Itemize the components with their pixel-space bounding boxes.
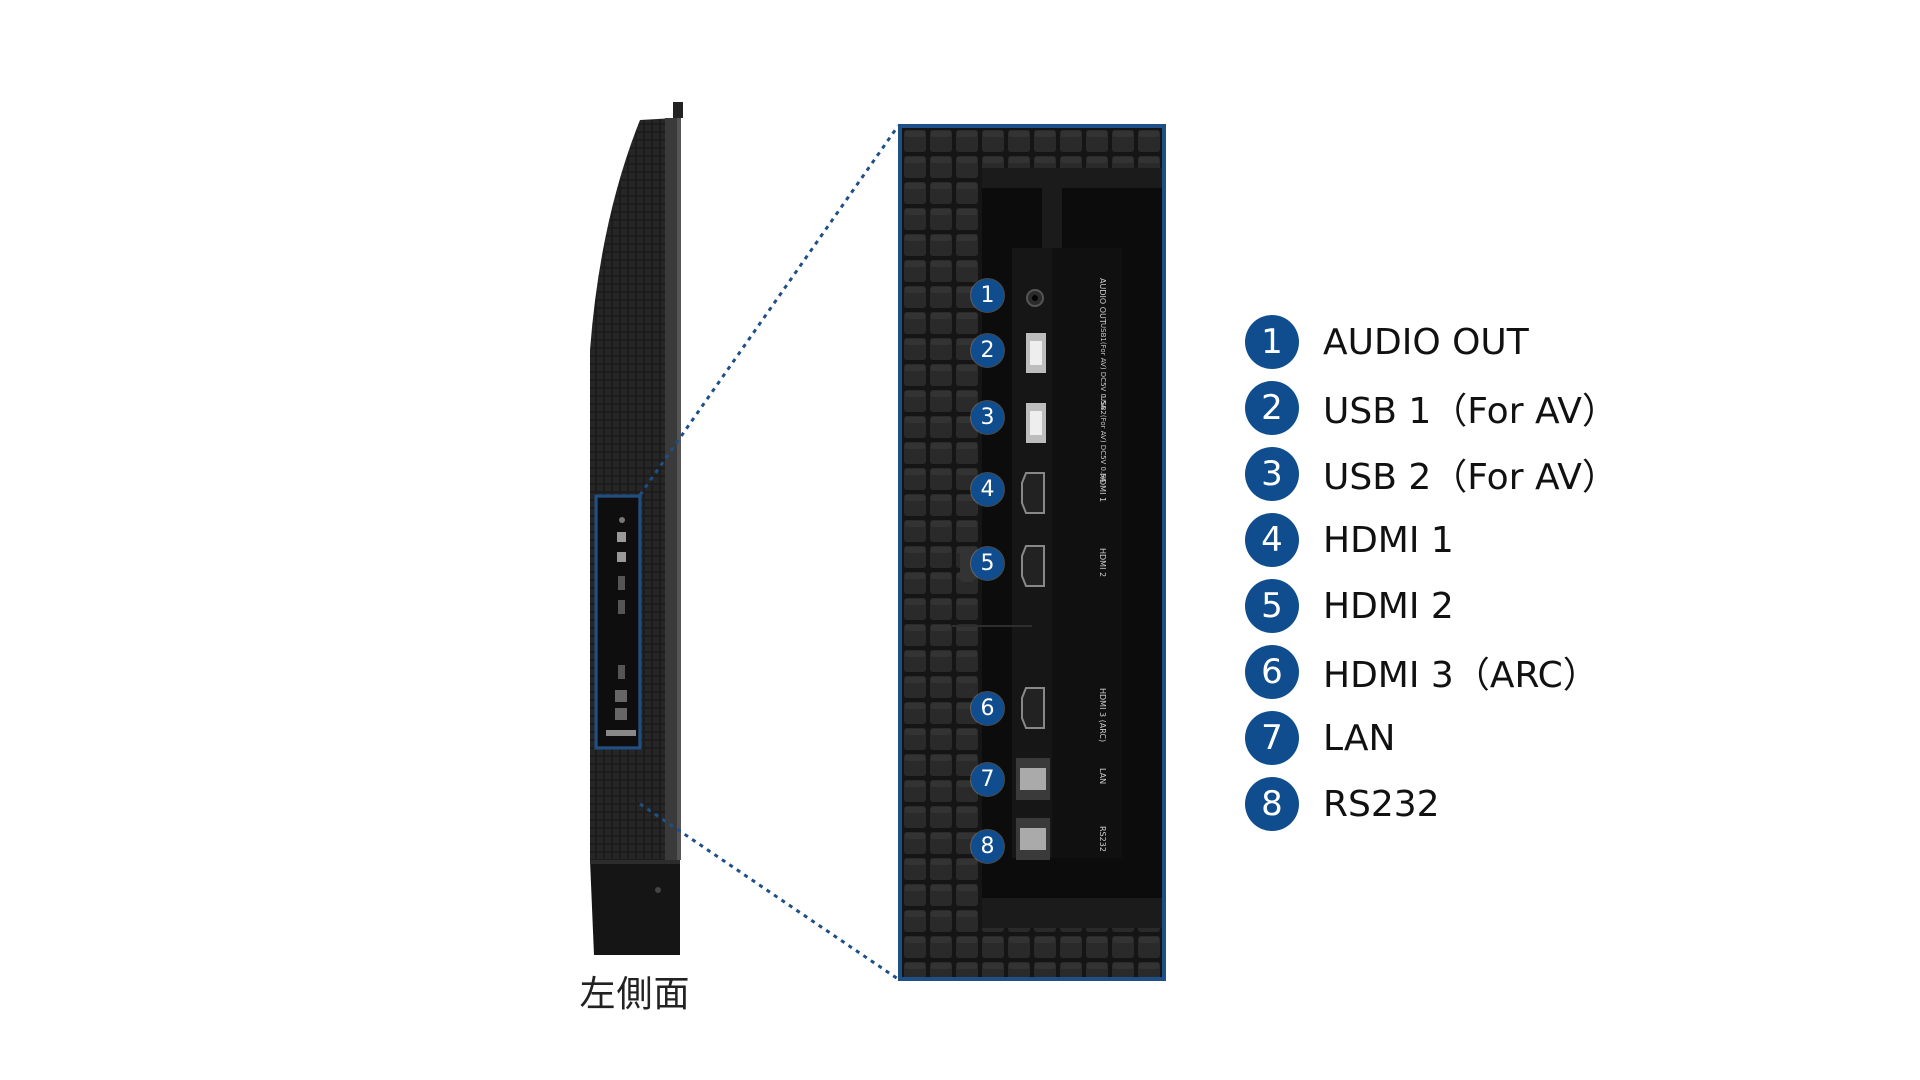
port-badge-3: 3: [971, 401, 1004, 434]
tv-side-illustration: [590, 102, 683, 955]
panel-label-hdmi3: HDMI 3 (ARC): [1098, 688, 1107, 743]
legend-item-5: 5 HDMI 2: [1245, 579, 1454, 633]
terminal-zoom-panel: AUDIO OUT USB1(For AV) DC5V 0.5A USB2(Fo…: [898, 124, 1166, 981]
panel-label-rs232: RS232: [1098, 826, 1107, 852]
legend-label-1: AUDIO OUT: [1323, 321, 1529, 363]
legend-item-2: 2 USB 1（For AV）: [1245, 381, 1618, 435]
legend-label-8: RS232: [1323, 783, 1440, 825]
legend-item-4: 4 HDMI 1: [1245, 513, 1454, 567]
panel-label-usb2: USB2(For AV) DC5V 0.5A: [1099, 396, 1107, 483]
legend-label-5: HDMI 2: [1323, 585, 1454, 627]
legend-num-2: 2: [1245, 381, 1299, 435]
legend-item-1: 1 AUDIO OUT: [1245, 315, 1529, 369]
legend-num-7: 7: [1245, 711, 1299, 765]
legend-label-7: LAN: [1323, 717, 1396, 759]
port-badge-8: 8: [971, 830, 1004, 863]
legend-num-3: 3: [1245, 447, 1299, 501]
legend-label-2: USB 1（For AV）: [1323, 391, 1618, 432]
port-badge-6: 6: [971, 692, 1004, 725]
legend-num-4: 4: [1245, 513, 1299, 567]
terminal-panel-illustration: [902, 128, 1162, 977]
legend-label-3: USB 2（For AV）: [1323, 457, 1618, 498]
legend-item-3: 3 USB 2（For AV）: [1245, 447, 1618, 501]
legend-item-8: 8 RS232: [1245, 777, 1440, 831]
port-badge-2: 2: [971, 334, 1004, 367]
legend-num-8: 8: [1245, 777, 1299, 831]
legend-num-1: 1: [1245, 315, 1299, 369]
panel-label-hdmi1: HDMI 1: [1098, 473, 1107, 503]
legend-item-6: 6 HDMI 3（ARC）: [1245, 645, 1599, 699]
legend-item-7: 7 LAN: [1245, 711, 1395, 765]
legend-label-6: HDMI 3（ARC）: [1323, 655, 1599, 696]
port-badge-1: 1: [971, 279, 1004, 312]
panel-label-audio: AUDIO OUT: [1098, 278, 1107, 324]
port-badge-4: 4: [971, 473, 1004, 506]
panel-label-lan: LAN: [1098, 768, 1107, 785]
tv-side-view: [580, 100, 690, 955]
port-badge-5: 5: [971, 547, 1004, 580]
side-caption: 左側面: [579, 974, 691, 1015]
port-badge-7: 7: [971, 763, 1004, 796]
panel-label-hdmi2: HDMI 2: [1098, 548, 1107, 578]
legend-label-4: HDMI 1: [1323, 519, 1454, 561]
legend-num-6: 6: [1245, 645, 1299, 699]
legend-num-5: 5: [1245, 579, 1299, 633]
